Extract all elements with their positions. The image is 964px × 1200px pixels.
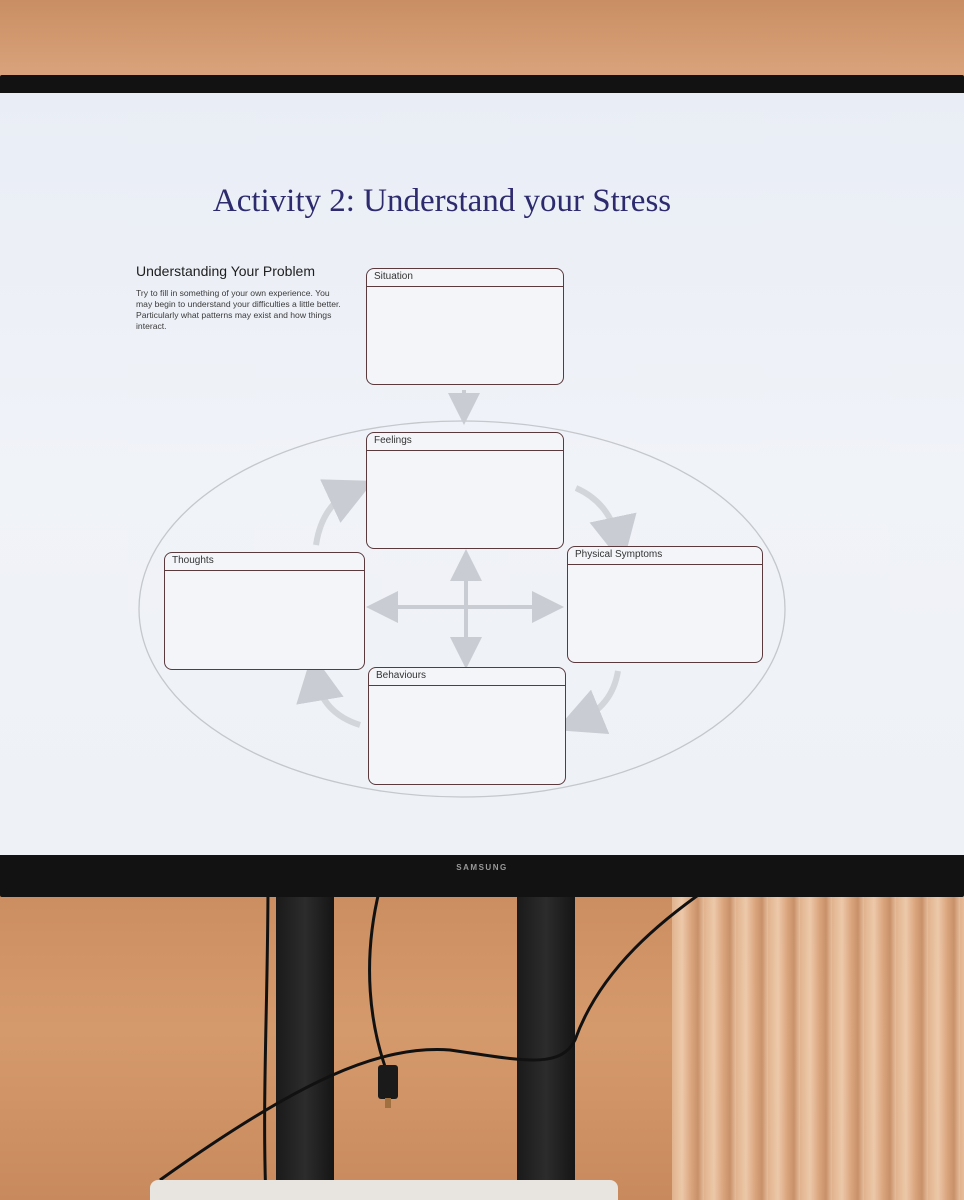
situation-box: Situation: [366, 268, 564, 385]
intro-text: Try to fill in something of your own exp…: [136, 288, 341, 331]
cables: [159, 880, 721, 1200]
physical-symptoms-label: Physical Symptoms: [568, 547, 762, 565]
arrow-thoughts-to-feelings: [313, 479, 374, 546]
monitor-brand: SAMSUNG: [456, 863, 508, 872]
feelings-box: Feelings: [366, 432, 564, 549]
slide-screen: Activity 2: Understand your Stress Under…: [0, 93, 964, 855]
diagram-graphics: [138, 390, 786, 798]
situation-label: Situation: [367, 269, 563, 287]
behaviours-label: Behaviours: [369, 668, 565, 686]
physical-symptoms-box: Physical Symptoms: [567, 546, 763, 663]
behaviours-box: Behaviours: [368, 667, 566, 785]
table-device: [150, 1180, 618, 1200]
radiator: [672, 870, 964, 1200]
thoughts-box: Thoughts: [164, 552, 365, 670]
stand-leg-left: [276, 880, 334, 1200]
arrow-behaviours-to-thoughts: [296, 653, 361, 728]
arrow-physical-to-behaviours: [555, 670, 621, 735]
feelings-label: Feelings: [367, 433, 563, 451]
arrow-feelings-to-physical: [574, 485, 637, 565]
section-heading: Understanding Your Problem: [136, 263, 316, 279]
thoughts-label: Thoughts: [165, 553, 364, 571]
slide-title: Activity 2: Understand your Stress: [212, 183, 672, 219]
stand-leg-right: [517, 880, 575, 1200]
